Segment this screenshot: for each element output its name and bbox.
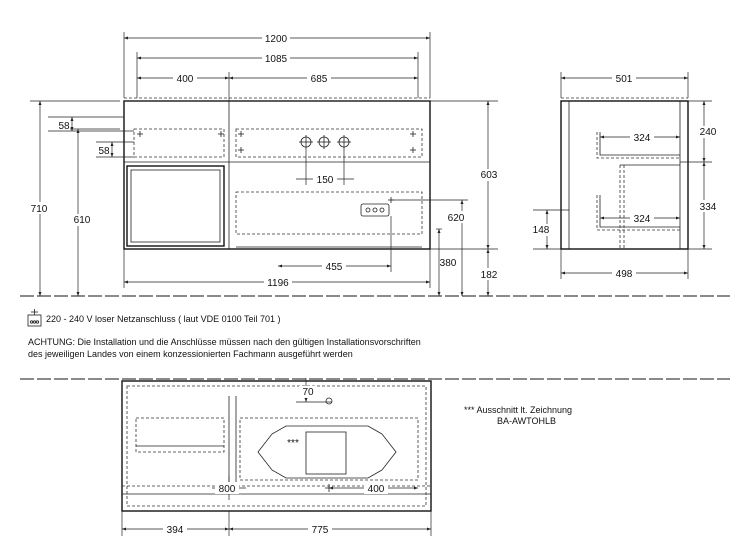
dim-70: 70: [302, 387, 314, 398]
warning-note-line2: des jeweiligen Landes von einem konzessi…: [28, 349, 353, 359]
dim-775: 775: [312, 525, 329, 536]
dim-455: 455: [326, 262, 343, 273]
dim-1085: 1085: [265, 54, 288, 65]
dim-324-lower: 324: [634, 214, 651, 225]
cutout-marker: ***: [287, 438, 299, 449]
side-view: 501 324 324 240 334 148 498: [531, 72, 719, 280]
dim-620: 620: [448, 213, 465, 224]
dim-1200: 1200: [265, 34, 288, 45]
front-view: 1200 1085 400 685 58 58 710 610: [28, 32, 500, 296]
power-note: 220 - 240 V loser Netzanschluss ( laut V…: [46, 314, 281, 324]
basin-cutout-icon: [257, 425, 397, 479]
dim-334: 334: [700, 202, 717, 213]
dim-148: 148: [533, 225, 550, 236]
dim-1196: 1196: [267, 278, 289, 289]
dim-710: 710: [31, 204, 48, 215]
water-connection-icon: [299, 135, 351, 149]
cutout-note-line1: *** Ausschnitt lt. Zeichnung: [464, 405, 573, 415]
socket-icon: [360, 203, 390, 217]
power-connection-icon: [27, 309, 42, 327]
dim-603: 603: [481, 170, 498, 181]
dim-400-top: 400: [368, 484, 385, 495]
warning-note-line1: ACHTUNG: Die Installation und die Anschl…: [28, 337, 421, 347]
dim-240: 240: [700, 127, 717, 138]
dim-610: 610: [74, 215, 91, 226]
dim-380: 380: [440, 258, 457, 269]
cutout-note-line2: BA-AWTOHLB: [497, 416, 557, 426]
dim-685: 685: [311, 74, 328, 85]
dim-800: 800: [219, 484, 236, 495]
dim-58-b: 58: [98, 146, 110, 157]
top-view: 70 *** 800 400 394 775: [121, 378, 432, 536]
dim-394: 394: [167, 525, 184, 536]
dim-182: 182: [481, 270, 498, 281]
dim-58-a: 58: [58, 121, 70, 132]
dim-324-upper: 324: [634, 133, 651, 144]
dim-501: 501: [616, 74, 633, 85]
dim-150: 150: [317, 175, 334, 186]
dim-498: 498: [616, 269, 633, 280]
dim-400: 400: [177, 74, 194, 85]
